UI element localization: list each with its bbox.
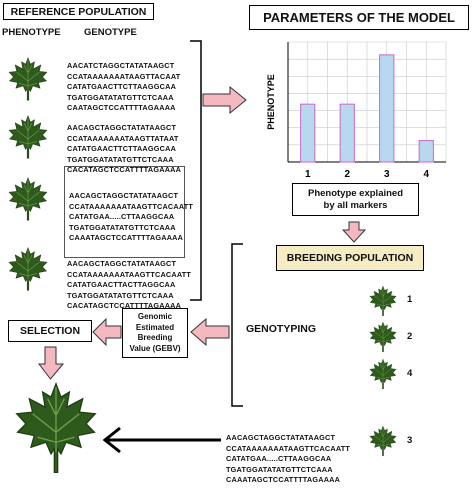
leaf-icon — [8, 113, 48, 161]
leaf-icon — [8, 245, 48, 293]
leaf-icon — [8, 55, 48, 103]
breeding-number-2: 2 — [407, 331, 413, 342]
reference-bracket — [190, 40, 202, 301]
leaf-icon — [369, 320, 397, 354]
leaf-icon — [369, 284, 397, 318]
leaf-icon — [8, 175, 48, 223]
phenotype-explained-box: Phenotype explained by all markers — [292, 183, 419, 216]
x-tick-label: 3 — [384, 169, 390, 180]
bar-1 — [300, 103, 316, 163]
genotype-header: GENOTYPE — [84, 27, 137, 38]
x-tick-label: 2 — [344, 169, 350, 180]
genotyping-label: GENOTYPING — [246, 323, 317, 335]
breeding-number-4: 4 — [407, 368, 413, 379]
arrow-to-model — [202, 86, 247, 114]
leaf-icon — [369, 424, 397, 458]
bar-2 — [339, 103, 355, 163]
arrow-to-breeding — [342, 221, 366, 243]
x-tick-label: 1 — [305, 169, 311, 180]
arrow-to-gebv — [190, 318, 230, 346]
breeding-number-3: 3 — [407, 435, 413, 446]
bar-3 — [379, 54, 395, 163]
phenotype-header: PHENOTYPE — [2, 27, 61, 38]
arrow-to-selected-leaf — [102, 426, 221, 454]
arrow-to-selection — [92, 318, 122, 346]
x-tick-label: 4 — [423, 169, 429, 180]
breeding-bracket — [231, 243, 243, 407]
reference-population-title: REFERENCE POPULATION — [3, 3, 154, 20]
bar-4 — [418, 140, 434, 163]
breeding-number-1: 1 — [407, 294, 413, 305]
gebv-box: Genomic Estimated Breeding Value (GEBV) — [122, 308, 188, 358]
phenotype-bar-chart: 1 2 3 4 PHENOTYPE — [266, 41, 447, 180]
breeding-population-title: BREEDING POPULATION — [276, 245, 424, 271]
leaf-icon — [369, 357, 397, 391]
selection-box: SELECTION — [8, 320, 92, 342]
model-title: PARAMETERS OF THE MODEL — [249, 5, 469, 30]
selected-leaf-icon — [12, 382, 100, 474]
y-axis-label: PHENOTYPE — [266, 74, 276, 130]
arrow-to-selected — [38, 346, 64, 380]
